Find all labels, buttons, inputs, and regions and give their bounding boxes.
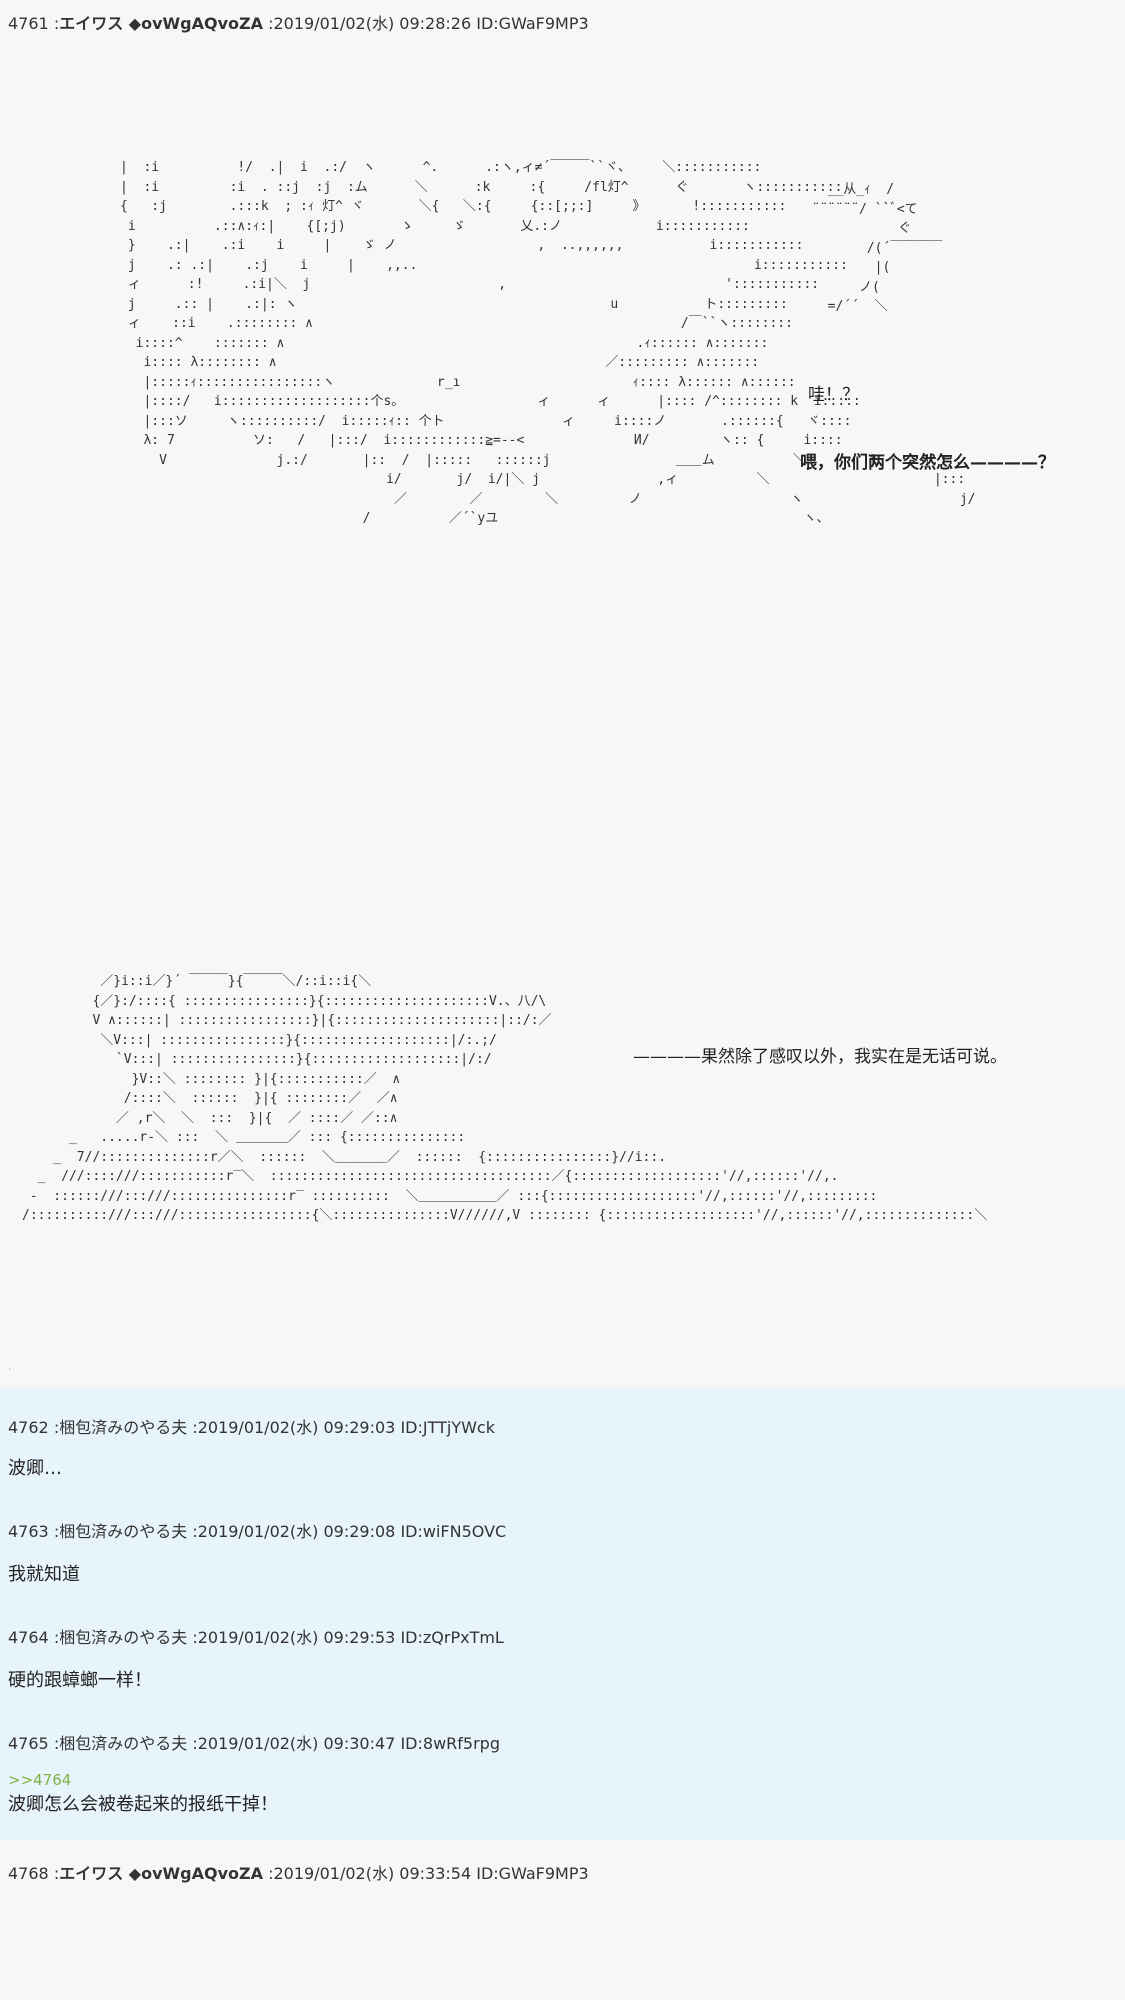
poster-name: 梱包済みのやる夫	[59, 1522, 188, 1541]
post-date: 2019/01/02(水) 09:33:54	[273, 1864, 472, 1883]
post-4761: 4761 :エイワス ◆ovWgAQvoZA :2019/01/02(水) 09…	[8, 14, 1055, 1373]
post-number: 4765	[8, 1734, 49, 1753]
post-header: 4764 :梱包済みのやる夫 :2019/01/02(水) 09:29:53 I…	[8, 1628, 504, 1647]
poster-id[interactable]: ID:wiFN5OVC	[400, 1522, 507, 1541]
post-date: 2019/01/02(水) 09:29:03	[197, 1418, 396, 1437]
poster-name: 梱包済みのやる夫	[59, 1628, 188, 1647]
post-date: 2019/01/02(水) 09:29:08	[197, 1522, 396, 1541]
post-4768: 4768 :エイワス ◆ovWgAQvoZA :2019/01/02(水) 09…	[0, 1840, 1125, 2000]
post-number: 4761	[8, 14, 49, 33]
poster-id[interactable]: ID:JTTjYWck	[400, 1418, 495, 1437]
post-date: 2019/01/02(水) 09:30:47	[197, 1734, 396, 1753]
post-body: 波卿怎么会被卷起来的报纸干掉！	[8, 1794, 278, 1815]
replies-section: 4762 :梱包済みのやる夫 :2019/01/02(水) 09:29:03 I…	[0, 1388, 1125, 1840]
post-body: 我就知道	[8, 1564, 80, 1585]
poster-name: 梱包済みのやる夫	[59, 1418, 188, 1437]
post-date: 2019/01/02(水) 09:29:53	[197, 1628, 396, 1647]
post-date: 2019/01/02(水) 09:28:26	[273, 14, 472, 33]
post-header: 4761 :エイワス ◆ovWgAQvoZA :2019/01/02(水) 09…	[8, 14, 589, 33]
post-header: 4763 :梱包済みのやる夫 :2019/01/02(水) 09:29:08 I…	[8, 1522, 507, 1541]
reply-anchor-link[interactable]: >>4764	[8, 1771, 72, 1789]
post-body: 波卿…	[8, 1458, 62, 1479]
dialog-line: 喂，你们两个突然怎么————？	[800, 453, 1055, 473]
poster-name: 梱包済みのやる夫	[59, 1734, 188, 1753]
ascii-art-body: ／}i::i／}´ ￣￣￣}{￣￣￣＼/::i::i{＼ {／}:/::::{ …	[22, 974, 988, 1223]
dialog-line: 哇！？	[808, 385, 859, 405]
post-number: 4768	[8, 1864, 49, 1883]
poster-id[interactable]: ID:8wRf5rpg	[400, 1734, 500, 1753]
post-body: 硬的跟蟑螂一样！	[8, 1670, 152, 1691]
post-header: 4768 :エイワス ◆ovWgAQvoZA :2019/01/02(水) 09…	[8, 1864, 589, 1883]
poster-id[interactable]: ID:GWaF9MP3	[476, 14, 589, 33]
ascii-art-face: | :i !/ .| i .:/ ヽ ^. .:ヽ,ィ≠´￣￣￣``ヾ、 ＼::…	[120, 160, 976, 526]
post-number: 4764	[8, 1628, 49, 1647]
post-separator-dot: .	[8, 1362, 12, 1373]
post-number: 4763	[8, 1522, 49, 1541]
post-header: 4762 :梱包済みのやる夫 :2019/01/02(水) 09:29:03 I…	[8, 1418, 495, 1437]
poster-id[interactable]: ID:zQrPxTmL	[400, 1628, 504, 1647]
poster-id[interactable]: ID:GWaF9MP3	[476, 1864, 589, 1883]
post-number: 4762	[8, 1418, 49, 1437]
dialog-line: ————果然除了感叹以外，我实在是无话可说。	[633, 1047, 1007, 1067]
poster-name: エイワス ◆ovWgAQvoZA	[59, 14, 263, 33]
poster-name: エイワス ◆ovWgAQvoZA	[59, 1864, 263, 1883]
ascii-art-effect: __从_ｨ / ¨¨¨¨¨¨/ ``ﾞ<て ぐ /(´￣￣￣￣ |( ノ( =/…	[812, 182, 943, 314]
post-header: 4765 :梱包済みのやる夫 :2019/01/02(水) 09:30:47 I…	[8, 1734, 500, 1753]
